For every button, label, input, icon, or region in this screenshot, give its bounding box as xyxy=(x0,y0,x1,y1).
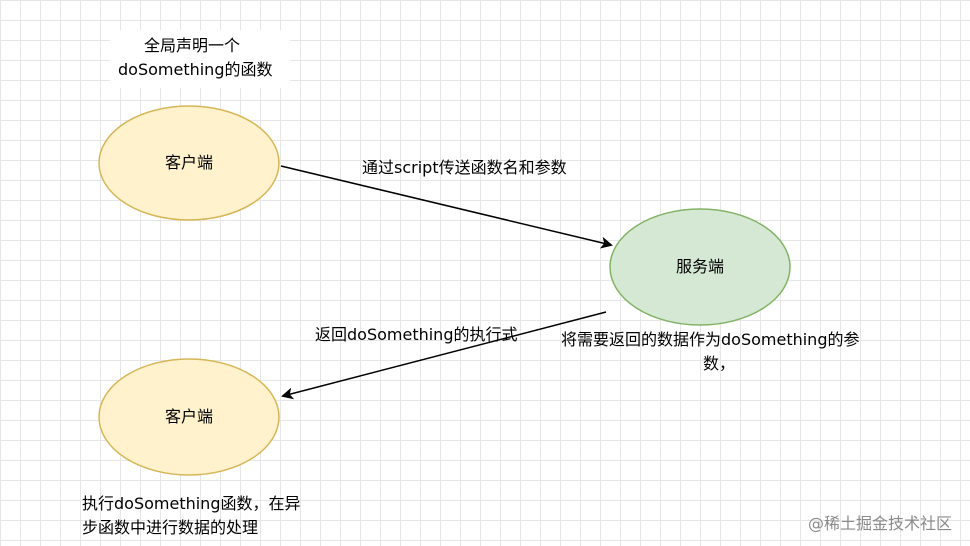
return-exec-note: 返回doSomething的执行式 xyxy=(315,325,518,344)
client-top-label: 客户端 xyxy=(164,153,213,172)
declare-note-box xyxy=(110,30,290,88)
request-arrow[interactable] xyxy=(280,165,613,249)
response-arrow[interactable] xyxy=(281,311,607,400)
declare-note-line2: doSomething的函数 xyxy=(118,60,273,79)
server-note-line1: 将需要返回的数据作为doSomething的参 xyxy=(561,330,860,349)
declare-note-line1: 全局声明一个 xyxy=(144,36,241,55)
watermark: @稀土掘金技术社区 xyxy=(807,514,952,533)
client-bottom-label: 客户端 xyxy=(164,407,213,426)
execute-note-line1: 执行doSomething函数，在异 xyxy=(82,494,301,513)
send-params-note: 通过script传送函数名和参数 xyxy=(362,158,567,177)
client-bottom-node[interactable] xyxy=(98,358,280,476)
server-node[interactable] xyxy=(609,208,791,326)
execute-note-line2: 步函数中进行数据的处理 xyxy=(82,518,259,537)
server-note-line2: 数， xyxy=(703,354,736,373)
server-label: 服务端 xyxy=(675,257,724,276)
client-top-node[interactable] xyxy=(98,105,280,221)
